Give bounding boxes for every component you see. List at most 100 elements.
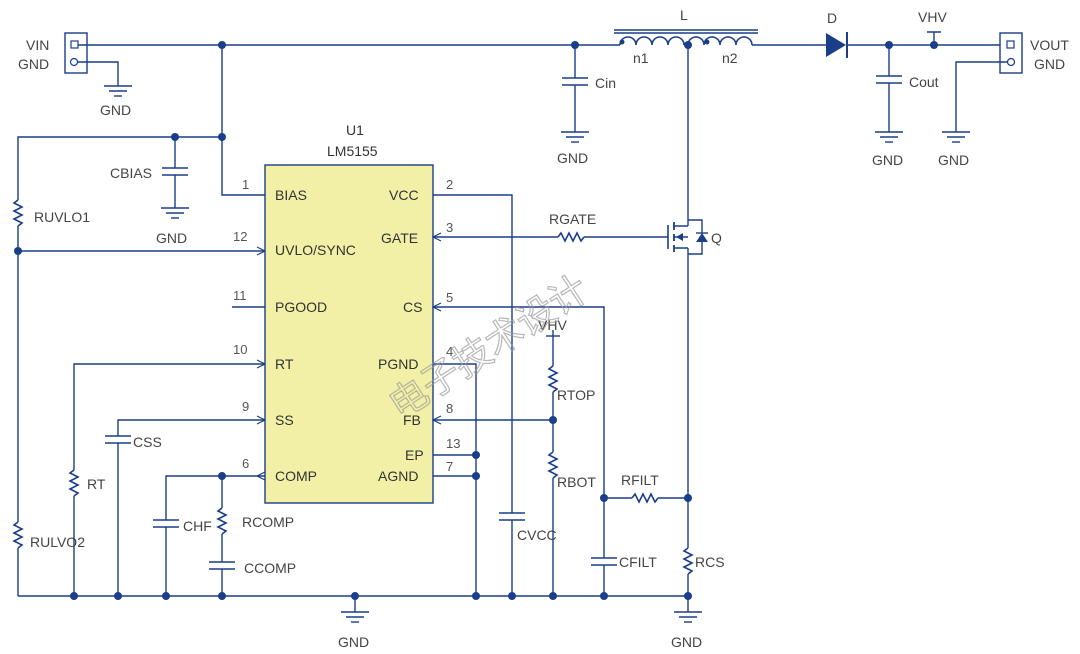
cin-label: Cin <box>595 75 616 91</box>
rcs-label: RCS <box>695 554 725 570</box>
pin-num: 13 <box>446 436 460 451</box>
junction-dot <box>684 494 692 502</box>
pin-name: SS <box>275 412 294 428</box>
junction-dot <box>218 592 226 600</box>
coupled-inductor <box>614 29 758 46</box>
junction-dot <box>508 592 516 600</box>
junction-dot <box>472 592 480 600</box>
pin-name: VCC <box>389 187 419 203</box>
vcc-wire <box>433 194 513 513</box>
rgate-label: RGATE <box>549 211 596 227</box>
inductor-label: L <box>680 7 688 23</box>
gnd-out-label: GND <box>938 152 969 168</box>
vout-label: VOUT <box>1030 37 1069 53</box>
cin-capacitor <box>562 77 588 86</box>
pin-name: RT <box>275 356 294 372</box>
n2-label: n2 <box>722 50 738 66</box>
input-gnd-wire <box>78 61 119 86</box>
polarity-dot <box>704 39 710 45</box>
vin-label: VIN <box>26 37 49 53</box>
ruvlo1-label: RUVLO1 <box>34 209 90 225</box>
ss-wire <box>117 419 265 436</box>
pin-name: PGND <box>378 356 418 372</box>
gnd-cin-label: GND <box>557 150 588 166</box>
ruvlo2-label: RULVO2 <box>30 534 85 550</box>
winding-n1 <box>619 36 685 46</box>
junction-dot <box>472 472 480 480</box>
pin-num: 6 <box>242 456 249 471</box>
pin-num: 4 <box>446 344 453 359</box>
cvcc-capacitor <box>499 512 525 521</box>
rbot-label: RBOT <box>557 474 596 490</box>
chf-label: CHF <box>183 518 212 534</box>
cvcc-label: CVCC <box>517 527 557 543</box>
rfilt-resistor <box>631 492 659 504</box>
ruvlo-top-wire <box>17 136 222 200</box>
ic-body <box>264 164 434 504</box>
output-gnd-label: GND <box>1034 56 1065 72</box>
gnd-bottom-label: GND <box>338 634 369 650</box>
chf-capacitor <box>153 519 179 528</box>
pin-num: 5 <box>446 290 453 305</box>
pgnd-wire <box>433 363 477 596</box>
cfilt-label: CFILT <box>619 554 657 570</box>
pin-name: GATE <box>381 230 418 246</box>
pin-num: 1 <box>242 177 249 192</box>
diode-symbol <box>826 32 848 58</box>
ic-ref: U1 <box>346 122 364 138</box>
cout-label: Cout <box>909 74 939 90</box>
rfilt-label: RFILT <box>621 472 659 488</box>
q-label: Q <box>711 230 722 246</box>
output-connector <box>999 32 1023 74</box>
junction-dot <box>70 592 78 600</box>
junction-dot <box>162 592 170 600</box>
diode-label: D <box>827 10 837 26</box>
ccomp-capacitor <box>209 561 235 570</box>
css-label: CSS <box>133 434 162 450</box>
input-connector <box>64 32 88 74</box>
cs-arrow <box>431 302 442 312</box>
rtop-label: RTOP <box>557 387 595 403</box>
ic-part: LM5155 <box>327 143 378 159</box>
mosfet-q <box>667 219 708 255</box>
pin-num: 11 <box>233 288 247 303</box>
pin-num: 10 <box>233 342 247 357</box>
gnd-bottom-right-label: GND <box>671 634 702 650</box>
n1-label: n1 <box>633 50 649 66</box>
comp-arrow <box>255 471 266 481</box>
pin-name: PGOOD <box>275 299 327 315</box>
cfilt-capacitor <box>591 557 617 566</box>
pin-name: EP <box>405 447 424 463</box>
gnd-cbias-label: GND <box>156 230 187 246</box>
junction-dot <box>549 416 557 424</box>
bias-wire <box>221 45 265 196</box>
output-gnd-wire <box>955 61 1007 132</box>
pin-num: 12 <box>233 229 247 244</box>
junction-dot <box>472 451 480 459</box>
pin-num: 2 <box>446 177 453 192</box>
gnd-cout-label: GND <box>872 152 903 168</box>
junction-dot <box>684 592 692 600</box>
cs-wire <box>433 306 605 498</box>
ground-symbol-in <box>104 85 132 97</box>
cbias-label: CBIAS <box>110 165 152 181</box>
vhv-label: VHV <box>918 9 947 25</box>
ground-symbol-bottom <box>341 611 369 623</box>
pin-num: 3 <box>446 220 453 235</box>
gnd-in-label: GND <box>100 102 131 118</box>
comp-wire <box>165 475 265 520</box>
pin-num: 9 <box>242 399 249 414</box>
cout-capacitor <box>876 75 902 84</box>
ruvlo1-resistor <box>12 199 24 227</box>
pin-name: AGND <box>378 468 418 484</box>
pin-name: BIAS <box>275 187 307 203</box>
rt-wire <box>73 363 265 470</box>
rt-resistor <box>68 469 80 497</box>
pin-name: COMP <box>275 468 317 484</box>
vhv-flag <box>927 31 941 45</box>
pin-name: UVLO/SYNC <box>275 242 356 258</box>
pin-num: 7 <box>446 459 453 474</box>
css-capacitor <box>105 435 131 444</box>
rcomp-label: RCOMP <box>242 514 294 530</box>
pin-name: CS <box>403 299 422 315</box>
